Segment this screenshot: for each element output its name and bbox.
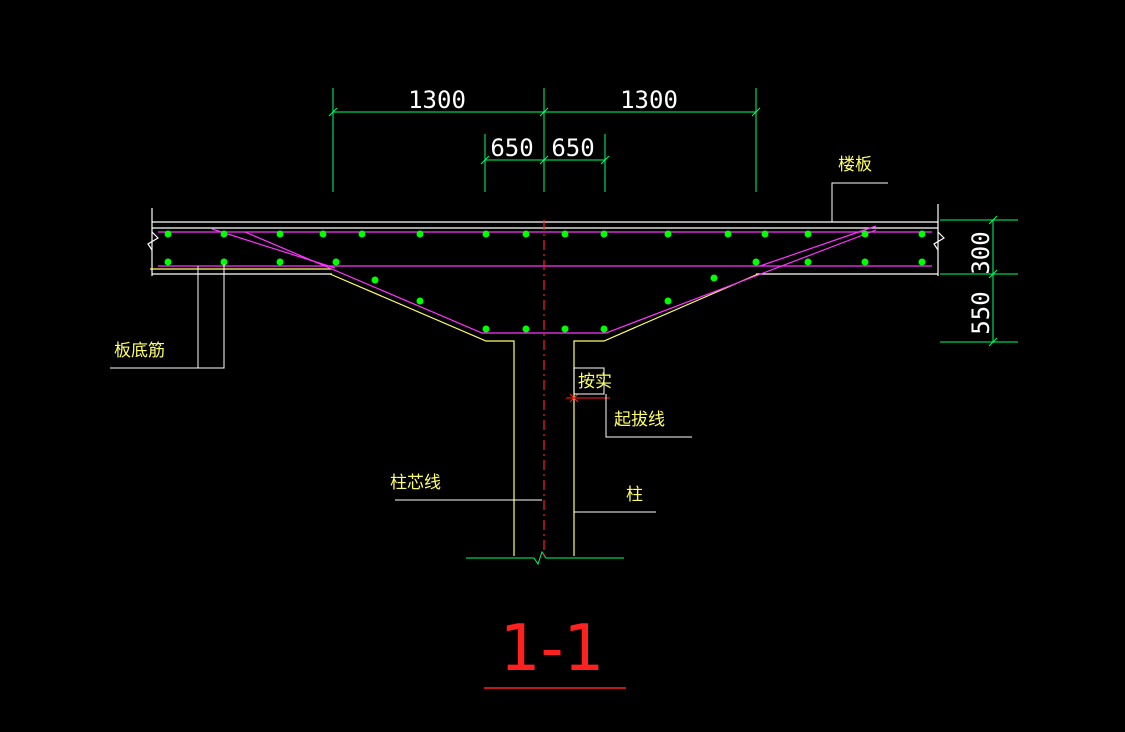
dim-top-left: 1300 (408, 86, 466, 114)
label-slab: 楼板 (838, 155, 872, 175)
dim-top-right: 1300 (620, 86, 678, 114)
per-actual-box (573, 367, 605, 395)
label-per-actual: 按实 (578, 372, 612, 392)
rebar-lines (158, 225, 932, 334)
label-column-centerline: 柱芯线 (390, 473, 441, 493)
column-base (466, 550, 624, 566)
dim-inner-left: 650 (490, 134, 533, 162)
dim-side-upper: 300 (967, 231, 995, 274)
drop-panel-outline (150, 268, 759, 556)
label-slab-bottom-rebar: 板底筋 (114, 341, 165, 361)
dim-side-lower: 550 (967, 291, 995, 334)
per-actual-dim (566, 393, 610, 403)
section-title: 1-1 (500, 612, 605, 686)
leader-lines (110, 182, 888, 513)
dimension-lines (328, 88, 1018, 347)
slab-outline (147, 204, 945, 276)
label-column: 柱 (626, 485, 643, 505)
rebar-dots (164, 230, 926, 333)
label-start-line: 起拔线 (614, 410, 665, 430)
dim-inner-right: 650 (551, 134, 594, 162)
